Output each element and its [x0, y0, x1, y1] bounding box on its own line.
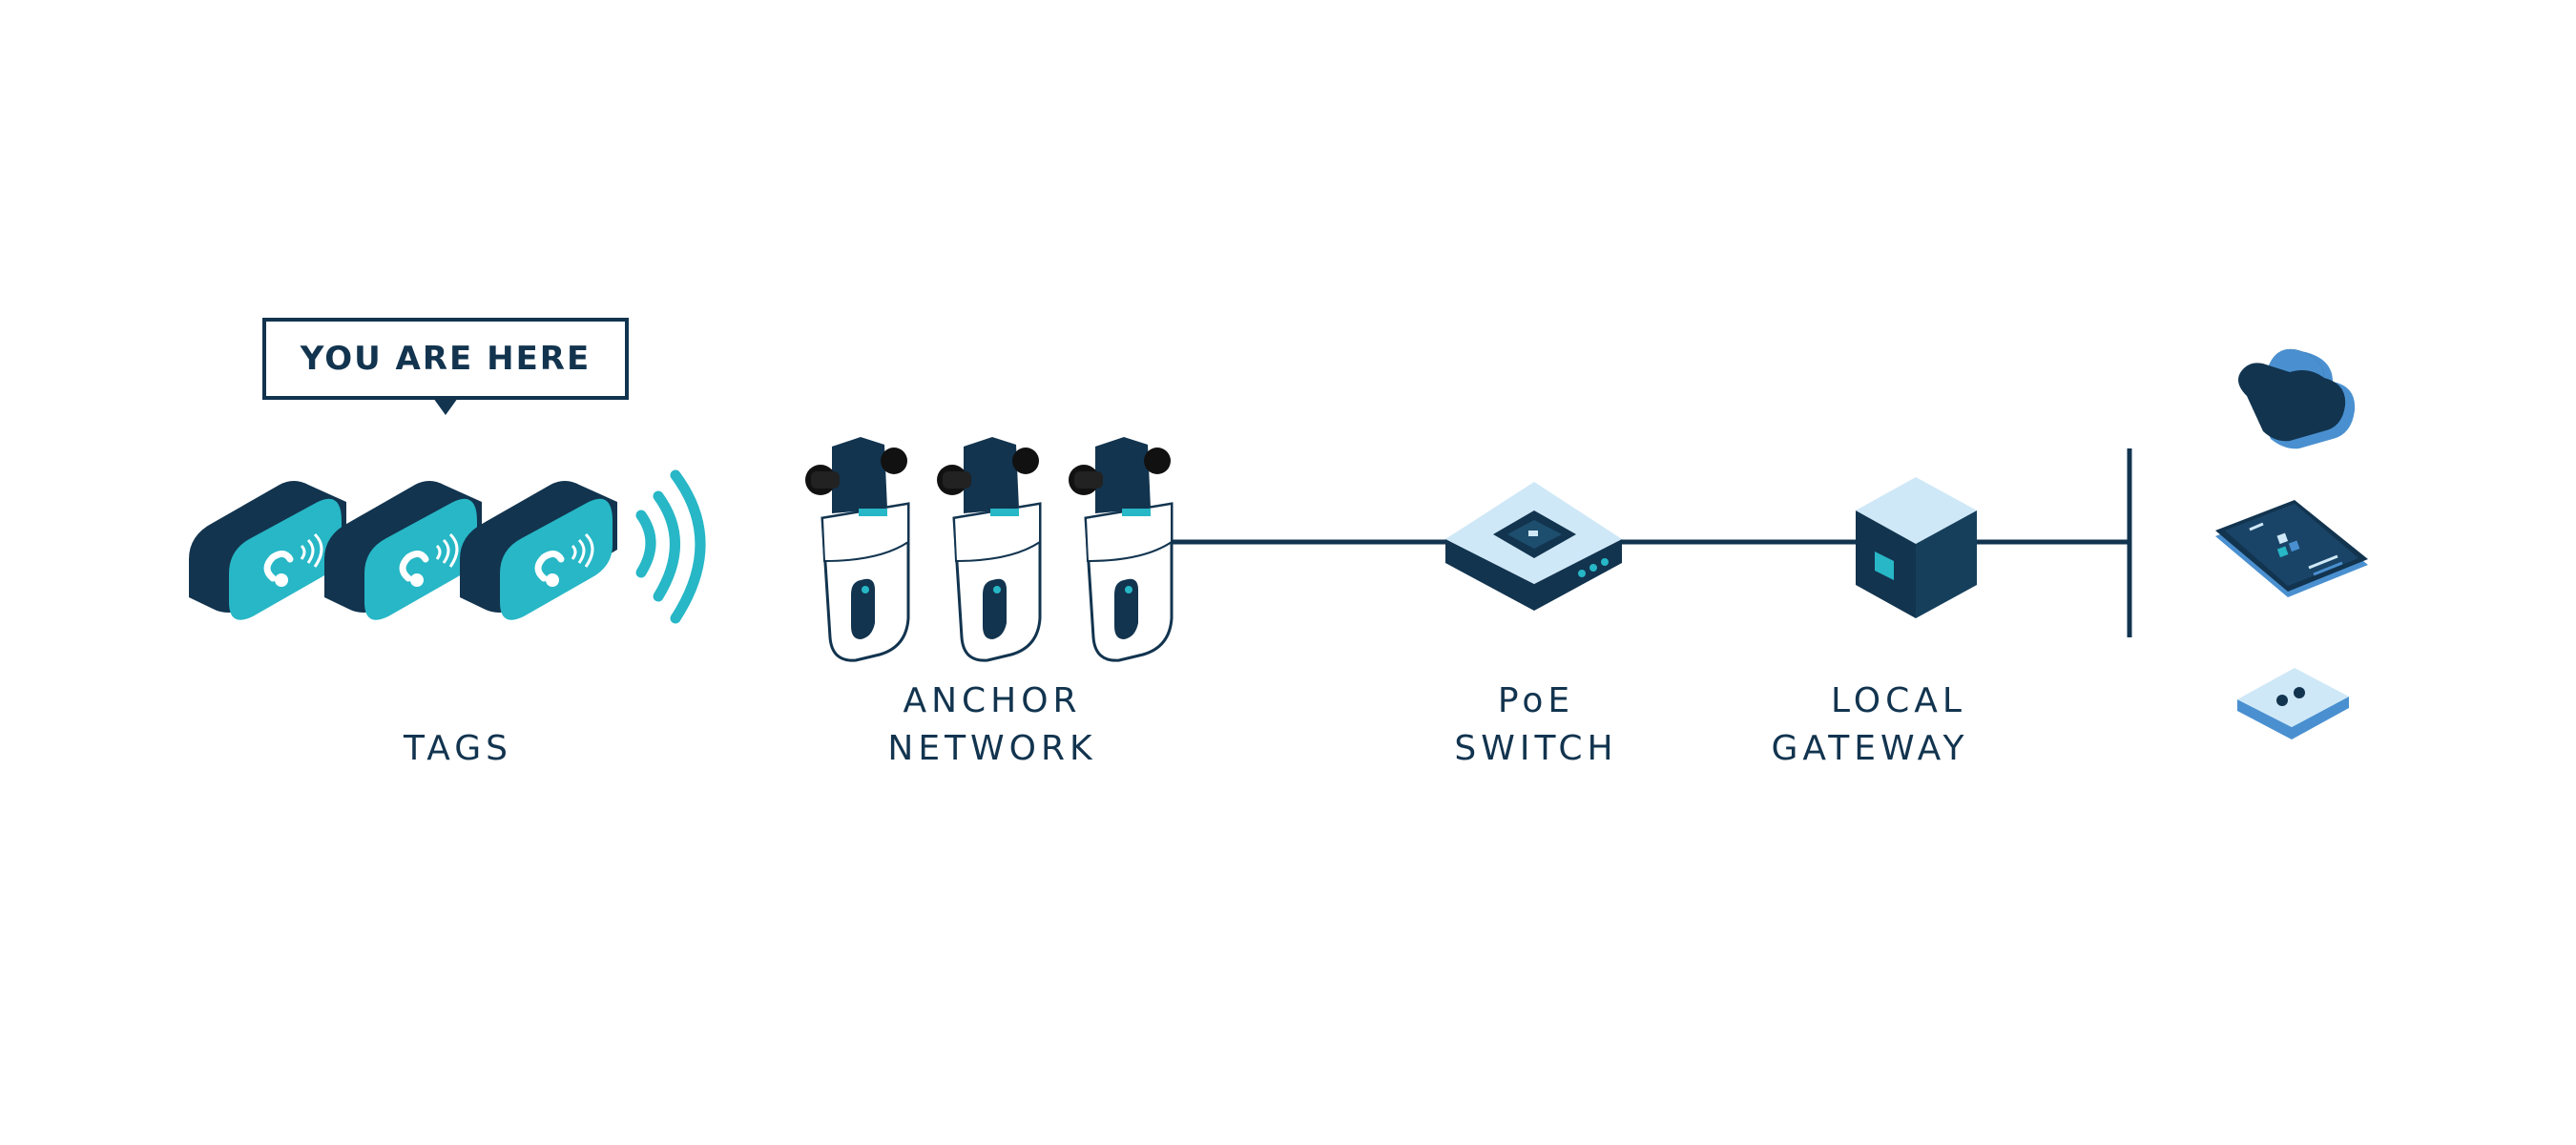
poe-switch-icon — [1445, 482, 1622, 611]
anchor-device-icon — [1067, 435, 1174, 662]
tag-device-icon — [189, 481, 346, 620]
label-gateway-line2: GATEWAY — [1771, 729, 1969, 768]
label-local-gateway: LOCAL GATEWAY — [1727, 677, 2013, 773]
anchor-device-icon — [803, 435, 910, 662]
server-box-icon — [2237, 668, 2349, 739]
callout-text: YOU ARE HERE — [300, 340, 592, 378]
label-poe-line1: PoE — [1497, 681, 1575, 720]
label-anchor-line1: ANCHOR — [903, 681, 1082, 720]
label-poe-line2: SWITCH — [1454, 729, 1618, 768]
label-poe-switch: PoE SWITCH — [1412, 677, 1660, 773]
label-anchor-line2: NETWORK — [887, 729, 1097, 768]
wireless-signal-icon — [635, 469, 706, 624]
you-are-here-callout: YOU ARE HERE — [262, 318, 629, 400]
label-anchor-network: ANCHOR NETWORK — [840, 677, 1145, 773]
tag-device-icon — [460, 481, 617, 620]
label-tags-text: TAGS — [404, 729, 512, 768]
callout-pointer — [433, 398, 458, 415]
gateway-cube-icon — [1856, 477, 1977, 618]
label-gateway-line1: LOCAL — [1831, 681, 1966, 720]
cloud-icon — [2238, 348, 2356, 449]
tablet-icon — [2215, 500, 2368, 597]
label-tags: TAGS — [363, 725, 553, 773]
tag-device-icon — [324, 481, 482, 620]
anchor-device-icon — [935, 435, 1042, 662]
